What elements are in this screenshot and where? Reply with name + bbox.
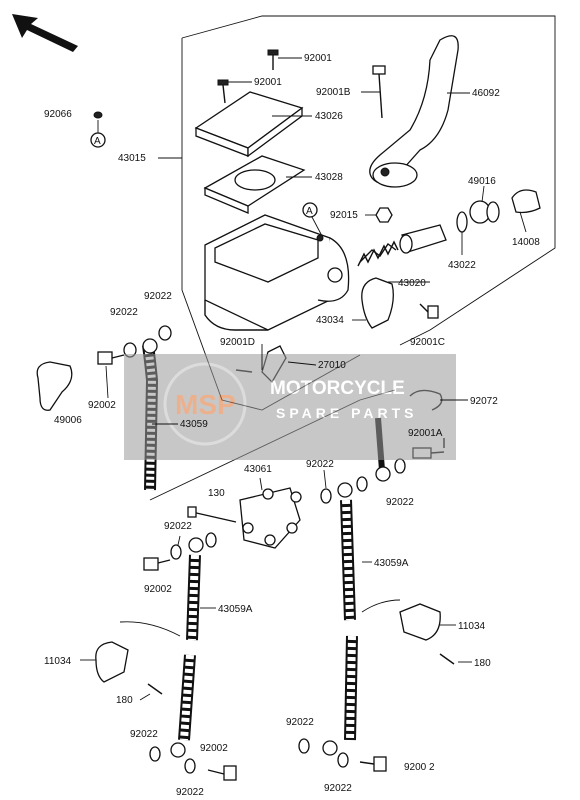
washer-joint-icon [320, 488, 332, 504]
clamp-43034-icon [361, 277, 394, 329]
callout-14008: 14008 [512, 237, 540, 248]
callout-49006: 49006 [54, 415, 82, 426]
screw-92001-mid-icon [217, 79, 229, 104]
ref-mark-a2: A [302, 202, 323, 237]
callout-92022-f: 92022 [130, 729, 158, 740]
callout-92022-e: 92022 [164, 521, 192, 532]
cover-14008-icon [511, 189, 541, 214]
bolt-130-icon [187, 506, 237, 523]
nut-92015-icon [375, 207, 393, 223]
leader-lines [80, 57, 527, 701]
washers-top-icon [123, 325, 172, 358]
callout-92022-h: 92022 [286, 717, 314, 728]
bottom-right-parts-icon [298, 738, 387, 772]
callout-92022-g: 92022 [176, 787, 204, 798]
callout-46092: 46092 [472, 88, 500, 99]
brake-lever-icon [369, 35, 459, 188]
callout-43059a-b: 43059A [218, 604, 253, 615]
watermark-logo-text: MSP [175, 389, 236, 420]
washer-43022-icon [456, 211, 468, 233]
callout-43020: 43020 [398, 278, 426, 289]
callout-92002-c: 92002 [200, 743, 228, 754]
callout-92022-d: 92022 [386, 497, 414, 508]
callout-92072: 92072 [470, 396, 498, 407]
callout-27010: 27010 [318, 360, 346, 371]
callout-92022-b: 92022 [110, 307, 138, 318]
callout-92015: 92015 [330, 210, 358, 221]
watermark: MSP MOTORCYCLE SPARE PARTS [124, 354, 456, 460]
joint-43061-icon [239, 487, 302, 549]
callout-43028: 43028 [315, 172, 343, 183]
spring-43020-icon [357, 240, 399, 267]
callout-130: 130 [208, 488, 225, 499]
callout-43034: 43034 [316, 315, 344, 326]
callout-92001a: 92001A [408, 428, 443, 439]
bolt-92001c-icon [419, 303, 439, 319]
callout-92022-a: 92022 [144, 291, 172, 302]
callout-92002-a: 92002 [88, 400, 116, 411]
callout-49016: 49016 [468, 176, 496, 187]
callout-43026: 43026 [315, 111, 343, 122]
clamp-11034-left-icon [95, 641, 163, 695]
watermark-line1: MOTORCYCLE [270, 378, 405, 399]
hose-43059a-left-icon [170, 537, 204, 758]
left-banjo-group-icon [143, 532, 217, 571]
callout-92022-c: 92022 [306, 459, 334, 470]
callout-92001-mid: 92001 [254, 77, 282, 88]
arrow-left-curve [119, 621, 181, 637]
ref-mark-a2-text: A [306, 206, 313, 217]
hose-43059a-right-icon [322, 482, 358, 756]
boot-49016-icon [469, 200, 500, 224]
screw-92001-top-icon [267, 49, 279, 70]
callout-92066: 92066 [44, 109, 72, 120]
callout-92001-top: 92001 [304, 53, 332, 64]
ref-mark-a1-text: A [94, 136, 101, 147]
callout-9200-cut: 9200 2 [404, 762, 435, 773]
callout-92001c: 92001C [410, 337, 445, 348]
callout-180-a: 180 [116, 695, 133, 706]
reservoir-cap-icon [194, 91, 304, 158]
callout-180-b: 180 [474, 658, 491, 669]
callout-43022: 43022 [448, 260, 476, 271]
arrow-right-curve [361, 599, 401, 613]
callout-11034-b: 11034 [458, 621, 486, 632]
callout-43061: 43061 [244, 464, 272, 475]
piston-assembly-icon [359, 224, 447, 263]
callout-43059a-a: 43059A [374, 558, 409, 569]
clamp-11034-right-icon [399, 603, 455, 665]
callout-43015: 43015 [118, 153, 146, 164]
front-direction-arrow-icon [12, 14, 78, 52]
callout-92001d: 92001D [220, 337, 255, 348]
bottom-left-parts-icon [149, 746, 237, 781]
master-cylinder-body-icon [204, 214, 350, 331]
callout-92002-b: 92002 [144, 584, 172, 595]
callout-92022-i: 92022 [324, 783, 352, 794]
banjo-bolt-92002-a-icon [97, 351, 125, 365]
watermark-line2: SPARE PARTS [276, 405, 418, 421]
callout-92001b: 92001B [316, 87, 351, 98]
callout-43059: 43059 [180, 419, 208, 430]
diaphragm-plate-icon [203, 155, 306, 214]
callout-11034-a: 11034 [44, 656, 72, 667]
bolt-92001b-icon [372, 65, 386, 119]
ref-mark-a1: A [90, 111, 106, 148]
cap-49006-icon [36, 361, 73, 411]
